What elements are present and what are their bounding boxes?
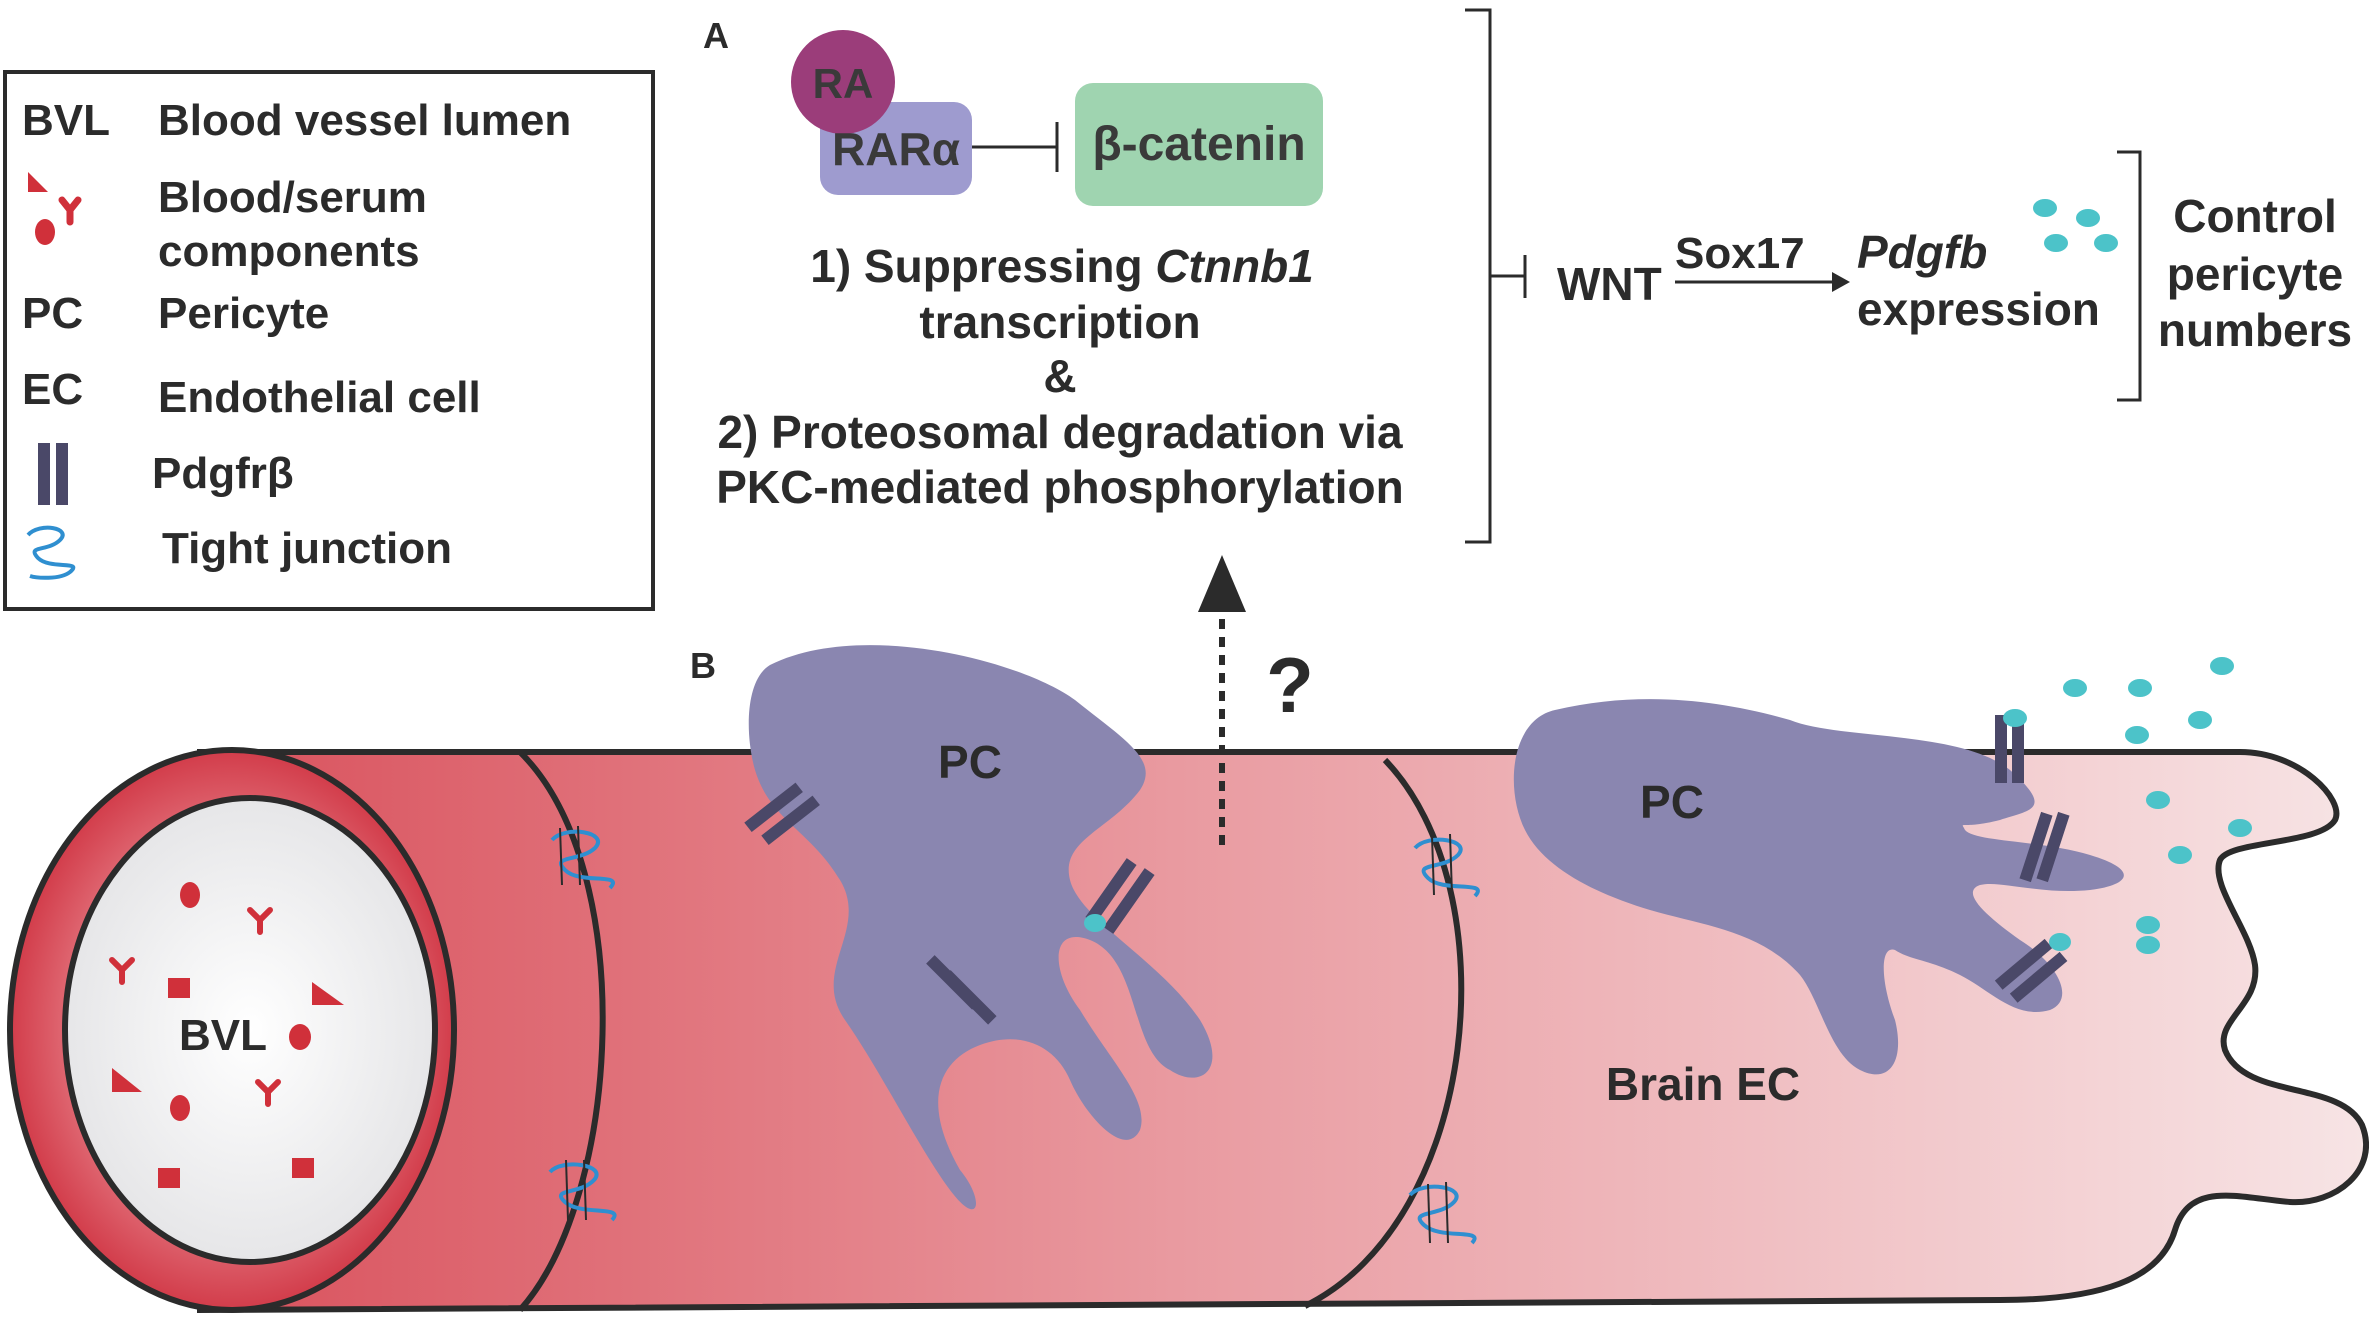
tight-junction-4 <box>1408 1181 1477 1245</box>
control-label-3: numbers <box>2158 304 2352 356</box>
receptor-icon <box>38 443 68 505</box>
tight-junction-3 <box>1413 833 1480 898</box>
cell-boundary-1 <box>517 749 606 1313</box>
tight-junction-icon <box>26 525 75 580</box>
expression-label: expression <box>1857 283 2100 335</box>
pdgfb-dots-a <box>2033 199 2118 252</box>
pdgfb-dots-b <box>2003 657 2252 954</box>
legend-abbr-bvl: BVL <box>22 96 110 145</box>
rar-label: RARα <box>832 123 960 175</box>
legend-text-ec: Endothelial cell <box>158 373 481 422</box>
control-bracket <box>2117 150 2142 402</box>
tight-junction-1 <box>550 825 615 890</box>
wnt-label: WNT <box>1557 258 1662 310</box>
receptor-right-1 <box>1995 715 2024 783</box>
legend-abbr-ec: EC <box>22 365 83 414</box>
legend-text-blood-2: components <box>158 227 420 276</box>
pdgfb-label: Pdgfb <box>1857 226 1987 278</box>
legend-text-pc: Pericyte <box>158 289 329 338</box>
question-mark: ? <box>1266 641 1314 729</box>
legend: BVL Blood vessel lumen Blood/serum compo… <box>3 70 655 611</box>
ra-label: RA <box>813 60 874 107</box>
control-label-2: pericyte <box>2167 248 2343 300</box>
legend-box <box>3 70 655 611</box>
mechanism-1-line1: 1) Suppressing Ctnnb1 <box>810 240 1314 292</box>
mechanism-2-line1: 2) Proteosomal degradation via <box>717 406 1402 458</box>
sox17-arrow-head <box>1832 272 1850 292</box>
receptor-left-1 <box>744 782 820 846</box>
legend-text-tj: Tight junction <box>162 524 452 573</box>
pdgfb-bound-left <box>1084 914 1106 932</box>
bvl-label: BVL <box>179 1011 267 1060</box>
brain-ec-label: Brain EC <box>1606 1058 1800 1110</box>
pericyte-right <box>1513 699 2124 1075</box>
pc-label-right: PC <box>1640 776 1704 828</box>
legend-text-blood: Blood/serum <box>158 173 427 222</box>
mechanism-2-line2: PKC-mediated phosphorylation <box>716 461 1403 513</box>
cell-boundary-2 <box>1303 757 1465 1309</box>
receptor-right-3 <box>1994 938 2068 1003</box>
beta-catenin-box <box>1075 83 1323 206</box>
panel-label-b: B <box>690 645 716 686</box>
ampersand: & <box>1043 350 1076 402</box>
lumen <box>62 795 438 1265</box>
mechanism-1-prefix: 1) Suppressing <box>810 240 1155 292</box>
receptor-left-3 <box>926 955 997 1025</box>
receptor-right-2 <box>2019 811 2070 883</box>
sox17-label: Sox17 <box>1675 229 1805 278</box>
control-label-1: Control <box>2173 190 2337 242</box>
mechanism-1-line2: transcription <box>919 296 1200 348</box>
tight-junction-2 <box>548 1159 617 1222</box>
mechanism-1-gene: Ctnnb1 <box>1155 240 1313 292</box>
legend-abbr-pc: PC <box>22 289 83 338</box>
dashed-arrow-head <box>1198 555 1246 612</box>
blood-components-icon <box>28 172 82 245</box>
antibody-shapes-lumen <box>109 907 281 1107</box>
mechanism-bracket <box>1465 8 1492 544</box>
blood-components-lumen <box>112 882 344 1188</box>
beta-catenin-label: β-catenin <box>1092 118 1305 171</box>
receptor-left-2 <box>1085 858 1155 934</box>
pc-label-left: PC <box>938 736 1002 788</box>
legend-text-bvl: Blood vessel lumen <box>158 96 571 145</box>
legend-text-pdgfrb: Pdgfrβ <box>152 449 294 498</box>
pericyte-left <box>748 645 1213 1210</box>
ra-circle <box>791 30 895 134</box>
panel-label-a: A <box>703 15 729 56</box>
